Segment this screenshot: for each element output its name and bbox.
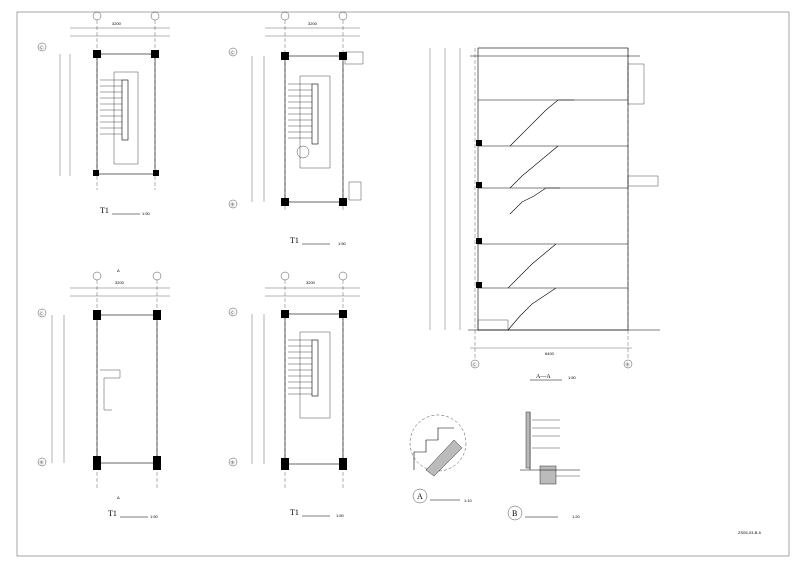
detail-b-scale: 1:20: [572, 514, 581, 519]
plan-1-axis-c: Ⓒ: [40, 44, 44, 50]
sheet-border: [16, 11, 790, 557]
detail-a-mark: A: [417, 492, 423, 501]
section-axis-b: Ⓑ: [626, 361, 630, 367]
detail-b: B 1:20: [507, 411, 581, 521]
plan-1-title: T1: [100, 206, 109, 215]
section-bottom-dim: 6400: [545, 351, 555, 356]
plan-3-axis-b: Ⓑ: [40, 459, 44, 465]
section-title: A—A: [536, 374, 551, 380]
plan-3-scale: 1:50: [150, 514, 159, 519]
plan-3-axis-c: Ⓒ: [40, 310, 44, 316]
plan-2-axis-b: Ⓑ: [231, 201, 235, 207]
plan-1-top-dim: 3200: [112, 21, 122, 26]
section-axis-c: Ⓒ: [473, 361, 477, 367]
section-a-a: Ⓒ Ⓑ 6400 A—A 1:50: [429, 47, 660, 381]
plan-4: 3200 Ⓒ Ⓑ T1 1:50: [228, 271, 360, 518]
detail-b-mark: B: [512, 509, 517, 518]
plan-3-section-mark-top: A: [117, 268, 120, 273]
plan-2-title: T1: [290, 236, 299, 245]
plan-2-scale: 1:50: [338, 241, 347, 246]
plan-3-top-dim: 3200: [115, 280, 125, 285]
plan-2-top-dim: 3200: [308, 21, 318, 26]
plan-4-axis-b: Ⓑ: [231, 459, 235, 465]
plan-1-scale: 1:50: [142, 211, 151, 216]
detail-a: A 1:10: [409, 414, 473, 504]
plan-3: A 3200 Ⓒ Ⓑ A T1 1:50: [37, 268, 170, 519]
drawing-number: ZS05-03-B-5: [738, 530, 762, 535]
plan-3-title: T1: [108, 509, 117, 518]
plan-1: 3200 Ⓒ T1 1:50: [37, 11, 170, 216]
plan-2: 3200 Ⓒ Ⓑ T1 1:50: [228, 11, 364, 246]
plan-4-title: T1: [290, 508, 299, 517]
plan-4-axis-c: Ⓒ: [231, 309, 235, 315]
plan-4-scale: 1:50: [336, 513, 345, 518]
section-scale: 1:50: [568, 375, 577, 380]
plan-4-top-dim: 3200: [306, 280, 316, 285]
plan-3-section-mark-bottom: A: [117, 495, 120, 500]
plan-2-axis-c: Ⓒ: [231, 49, 235, 55]
detail-a-scale: 1:10: [464, 498, 473, 503]
